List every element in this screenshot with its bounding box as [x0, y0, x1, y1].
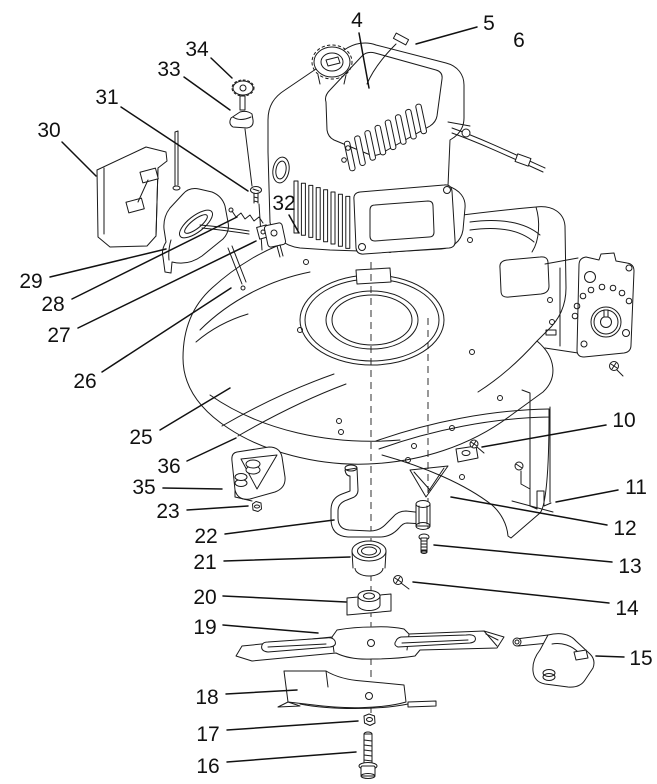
mower-deck-housing: [182, 206, 579, 465]
part-number-30: 30: [37, 119, 60, 142]
side-discharge-cover: [96, 146, 168, 248]
part-number-19: 19: [193, 616, 216, 639]
blade-spacer-plate: [346, 590, 392, 616]
leader-line-19: [222, 624, 319, 634]
leader-line-27: [77, 240, 257, 329]
guide-pin: [172, 130, 181, 191]
leader-line-17: [226, 720, 359, 731]
part-number-4: 4: [351, 9, 363, 32]
part-number-23: 23: [156, 500, 179, 523]
part-number-35: 35: [132, 476, 155, 499]
engine-assembly: [267, 32, 546, 255]
part-number-34: 34: [185, 38, 209, 61]
part-number-25: 25: [129, 426, 152, 449]
leader-line-11: [555, 489, 619, 503]
spindle-bolt: [418, 533, 430, 554]
part-number-21: 21: [193, 551, 216, 574]
height-adjuster-plate: [571, 252, 635, 358]
part-number-27: 27: [47, 324, 70, 347]
part-number-17: 17: [196, 723, 219, 746]
leader-line-32: [288, 214, 300, 234]
front-corner-bracket: [231, 446, 286, 502]
bearing-screw: [393, 575, 410, 590]
leader-line-26: [101, 287, 232, 373]
part-number-29: 29: [19, 270, 42, 293]
mount-screw: [250, 186, 262, 204]
part-number-36: 36: [157, 455, 180, 478]
cutting-blade: [235, 626, 505, 662]
part-number-6: 6: [513, 29, 525, 52]
spindle-bearing: [351, 540, 387, 577]
leader-line-23: [186, 505, 249, 511]
part-number-10: 10: [612, 409, 635, 432]
part-number-15: 15: [629, 647, 652, 670]
blade-bolt: [358, 731, 378, 779]
discharge-deflector: [161, 188, 229, 274]
leader-line-36: [186, 437, 237, 462]
leader-line-5: [415, 26, 478, 45]
deck-rear-recess: [499, 256, 550, 298]
spacer-standoff: [415, 500, 431, 530]
leader-line-35: [162, 487, 223, 490]
part-number-18: 18: [195, 686, 218, 709]
engine-top-cover: [325, 51, 443, 156]
leader-line-13: [433, 544, 613, 563]
fuel-cap: [311, 44, 353, 85]
part-number-5: 5: [483, 12, 495, 35]
leader-line-15: [595, 655, 625, 658]
part-number-32: 32: [272, 192, 295, 215]
leader-line-33: [183, 76, 231, 111]
part-number-11: 11: [625, 476, 647, 499]
leader-line-22: [224, 519, 335, 535]
part-number-22: 22: [194, 525, 217, 548]
anti-scalp-bracket: [512, 633, 595, 688]
leader-line-21: [223, 556, 351, 562]
fuel-cup: [229, 110, 254, 129]
leader-line-16: [226, 751, 357, 763]
idler-bracket: [330, 464, 425, 538]
adjuster-screw: [609, 361, 624, 377]
part-number-28: 28: [41, 293, 64, 316]
fuel-shutoff-knob: [231, 79, 255, 111]
leader-line-14: [412, 581, 610, 604]
leader-line-25: [159, 387, 231, 431]
engine-side-badge: [272, 156, 290, 184]
baffle-screw: [469, 439, 485, 454]
part-number-13: 13: [618, 555, 641, 578]
part-number-16: 16: [196, 755, 219, 778]
leader-line-10: [481, 424, 607, 448]
throttle-cable: [366, 32, 546, 173]
leader-line-31: [120, 106, 249, 192]
muffler-guard: [353, 184, 456, 255]
part-number-33: 33: [157, 58, 180, 81]
rear-skirt-panel: [511, 389, 554, 513]
leader-line-12: [450, 496, 608, 526]
blade-driver: [277, 670, 437, 709]
leader-line-30: [61, 141, 97, 177]
blade-nut: [363, 713, 376, 726]
part-number-12: 12: [613, 517, 636, 540]
leader-line-28: [71, 216, 238, 300]
part-number-26: 26: [73, 370, 96, 393]
engine-vent-slots: [341, 103, 427, 172]
corner-bracket-nut: [252, 501, 262, 512]
leader-line-20: [222, 595, 347, 603]
leader-line-29: [49, 248, 167, 278]
brake-pivot-bracket: [199, 222, 287, 258]
part-number-20: 20: [193, 586, 216, 609]
part-number-14: 14: [615, 597, 639, 620]
leader-line-4: [358, 32, 370, 89]
deck-spindle-ring: [299, 267, 445, 366]
leader-line-18: [225, 689, 298, 695]
leader-line-34: [210, 57, 233, 79]
part-number-31: 31: [95, 86, 118, 109]
discharge-baffle: [375, 408, 550, 539]
deck-adjuster-bracket: [544, 257, 579, 354]
